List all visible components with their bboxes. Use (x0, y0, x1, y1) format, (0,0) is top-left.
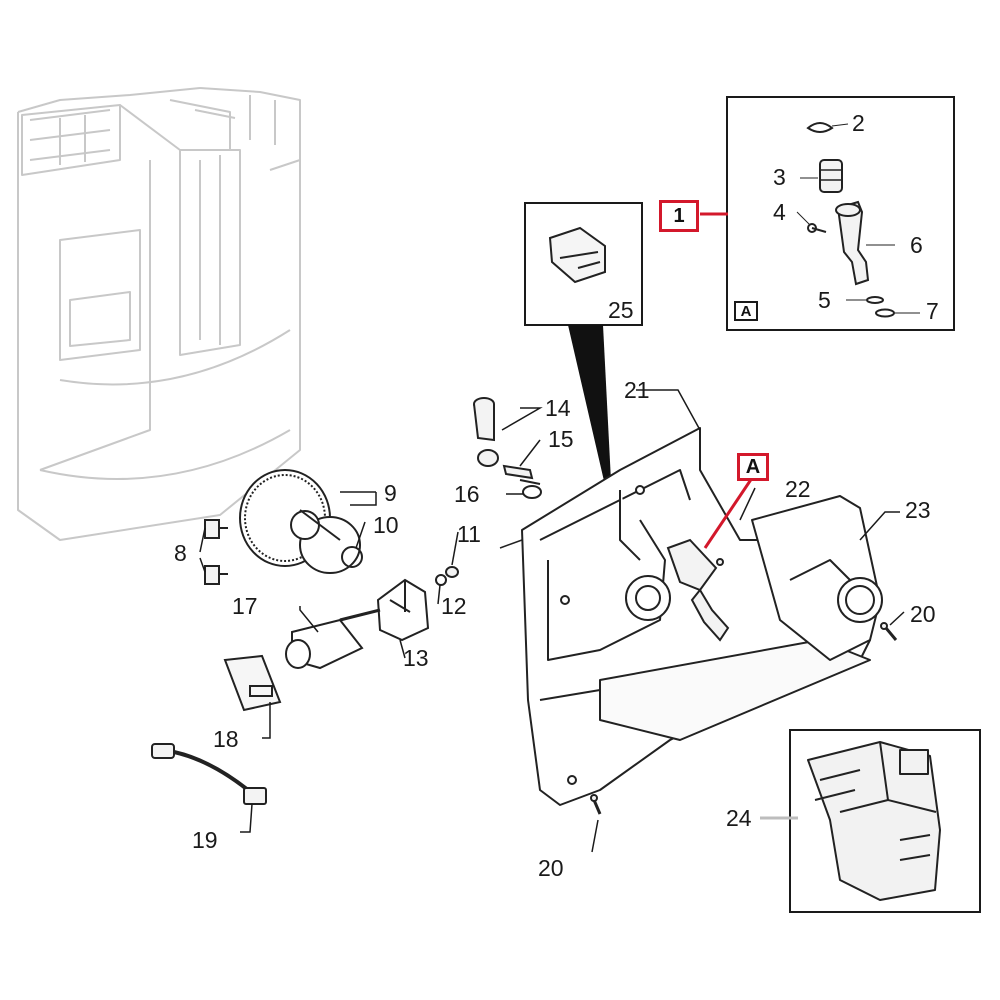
part-17-motor[interactable] (285, 608, 381, 670)
part-18-sensor-board[interactable] (223, 654, 282, 712)
label-6: 6 (910, 232, 923, 258)
pointer-wedge-25 (568, 325, 613, 520)
label-10: 10 (373, 512, 399, 538)
leader-detail-a (703, 477, 754, 549)
label-9: 9 (384, 480, 397, 506)
label-13: 13 (403, 645, 429, 671)
label-16: 16 (454, 481, 480, 507)
part-4-pin[interactable] (796, 211, 827, 233)
label-20-right: 20 (910, 601, 936, 627)
label-5: 5 (818, 287, 831, 313)
part-labels: 2 3 4 6 5 7 25 14 15 16 21 22 23 20 20 2… (174, 110, 939, 881)
part-13-bracket[interactable] (376, 578, 430, 642)
part-5-oring[interactable] (846, 296, 884, 304)
part-3-valve-insert[interactable] (800, 159, 843, 193)
label-23: 23 (905, 497, 931, 523)
label-19: 19 (192, 827, 218, 853)
label-8: 8 (174, 540, 187, 566)
part-24-brew-group[interactable] (807, 741, 941, 901)
part-25-cover[interactable] (548, 226, 606, 284)
label-21: 21 (624, 377, 650, 403)
label-15: 15 (548, 426, 574, 452)
part-16-oring[interactable] (519, 479, 542, 499)
label-11: 11 (457, 521, 481, 547)
part-10-oring[interactable] (341, 546, 363, 568)
callout-group-1[interactable]: 1 (659, 200, 699, 232)
label-25: 25 (608, 297, 634, 323)
label-3: 3 (773, 164, 786, 190)
part-11-nut[interactable] (445, 566, 459, 578)
callout-detail-a[interactable]: A (737, 453, 769, 481)
label-18: 18 (213, 726, 239, 752)
part-21-frame[interactable] (499, 427, 871, 806)
part-7-oring[interactable] (875, 308, 920, 318)
part-22-valve[interactable] (666, 538, 730, 642)
detail-box-a-tag: A (734, 301, 758, 321)
part-20-screw-bottom[interactable] (590, 794, 602, 815)
part-9-gear[interactable] (239, 469, 361, 574)
label-22: 22 (785, 476, 811, 502)
machine-housing-ghost (17, 87, 301, 541)
part-6-valve-body[interactable] (835, 200, 895, 286)
label-20-bottom: 20 (538, 855, 564, 881)
label-12: 12 (441, 593, 467, 619)
part-8-microswitch[interactable] (204, 519, 228, 585)
part-20-screw-right[interactable] (880, 622, 898, 641)
part-12-oring[interactable] (435, 574, 447, 586)
leader-lines (199, 389, 905, 853)
part-2-clip[interactable] (806, 122, 849, 133)
label-17: 17 (232, 593, 258, 619)
part-23-cover[interactable] (751, 495, 883, 661)
part-15-pin[interactable] (502, 464, 534, 480)
label-2: 2 (852, 110, 865, 136)
label-7: 7 (926, 298, 939, 324)
part-14-elbow[interactable] (473, 397, 499, 467)
label-4: 4 (773, 199, 786, 225)
label-24: 24 (726, 805, 752, 831)
part-19-cable[interactable] (151, 743, 267, 805)
label-14: 14 (545, 395, 571, 421)
